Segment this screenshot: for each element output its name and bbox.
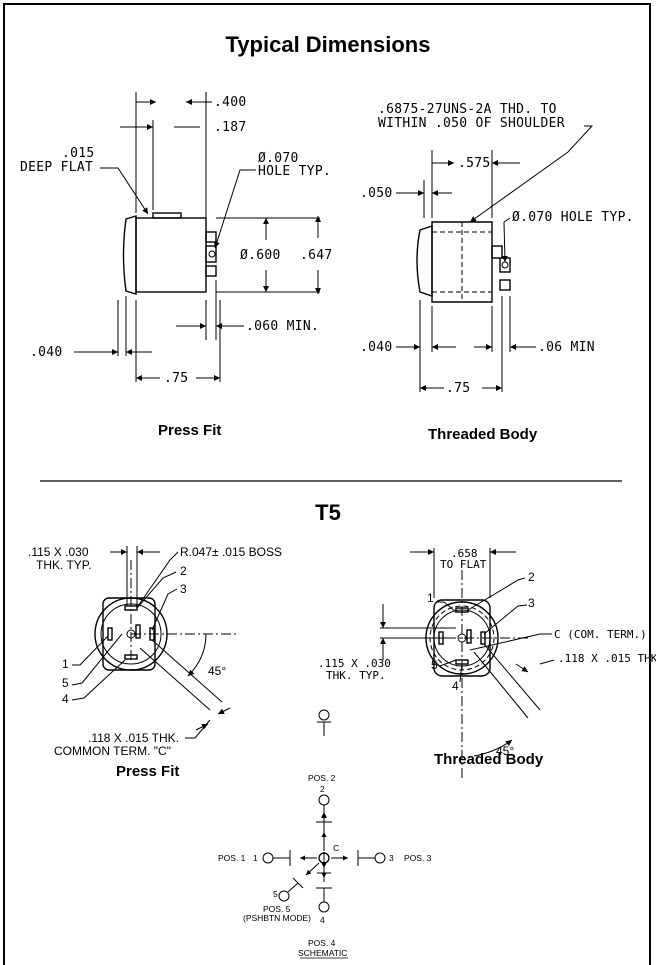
t5-tb-n5: 5: [431, 658, 438, 672]
sch-n5: 5: [273, 889, 278, 899]
t5-pf-n4: 4: [62, 692, 69, 706]
t5-pf-thk1: .115 X .030: [28, 545, 89, 559]
t5-tb-658: .658: [451, 547, 478, 560]
sch-n1: 1: [253, 853, 258, 863]
page-title: Typical Dimensions: [225, 32, 431, 57]
dim-050: .050: [360, 186, 393, 201]
t5-pf-n2: 2: [180, 564, 187, 578]
dim-647: .647: [300, 248, 333, 263]
hole-dia-label: Ø.070: [258, 151, 299, 166]
t5-pf-common2: COMMON TERM. "C": [54, 744, 171, 758]
thread-spec-line1: .6875-27UNS-2A THD. TO: [378, 102, 557, 117]
t5-pf-thk2: THK. TYP.: [36, 558, 92, 572]
t5-tb-n1: 1: [427, 591, 434, 605]
t5-tb-com-term: C (COM. TERM.): [554, 628, 647, 641]
t5-pf-common1: .118 X .015 THK.: [88, 731, 179, 745]
dim-060-min: .060 MIN.: [246, 319, 320, 334]
t5-pf-angle: 45°: [208, 664, 227, 678]
section-title-t5: T5: [315, 500, 341, 525]
threaded-body-caption: Threaded Body: [428, 426, 538, 443]
sch-pos2: POS. 2: [308, 773, 336, 783]
t5-pf-n3: 3: [180, 582, 187, 596]
t5-tb-n2: 2: [528, 570, 535, 584]
sch-n4: 4: [320, 915, 325, 925]
dim-575: .575: [458, 156, 491, 171]
t5-tb-n4: 4: [452, 679, 459, 693]
t5-pf-n5: 5: [62, 676, 69, 690]
t5-tb-thk118: .118 X .015 THK: [558, 652, 656, 665]
t5-pf-boss: R.047± .015 BOSS: [180, 545, 282, 559]
dim-015: .015: [62, 146, 95, 161]
t5-tb-n3: 3: [528, 596, 535, 610]
sch-pos5: POS. 5: [263, 904, 291, 914]
sch-pos3: POS. 3: [404, 853, 432, 863]
dim-040: .040: [30, 345, 63, 360]
dim-187: .187: [214, 120, 247, 135]
dim-06-min: .06 MIN: [538, 340, 595, 355]
t5-press-fit-rear-view: [71, 546, 236, 739]
sch-c: C: [333, 843, 340, 853]
thread-spec-line2: WITHIN .050 OF SHOULDER: [378, 116, 565, 131]
sch-pos1: POS. 1: [218, 853, 246, 863]
dim-040-threaded: .040: [360, 340, 393, 355]
t5-pf-n1: 1: [62, 657, 69, 671]
deep-flat-label: DEEP FLAT: [20, 160, 94, 175]
schematic-node-c: [318, 852, 330, 864]
threaded-body-side-view: [396, 125, 594, 392]
t5-tb-thk2: THK. TYP.: [326, 669, 386, 682]
press-fit-caption: Press Fit: [158, 422, 222, 439]
t5-press-fit-caption: Press Fit: [116, 763, 180, 780]
t5-tb-angle: 45°: [496, 744, 515, 758]
dim-75: .75: [164, 371, 189, 386]
dim-75-threaded: .75: [446, 381, 471, 396]
dim-600: Ø.600: [240, 248, 281, 263]
t5-threaded-caption: Threaded Body: [434, 751, 544, 768]
hole-typ-label: HOLE TYP.: [258, 164, 332, 179]
sch-n2: 2: [320, 784, 325, 794]
sch-pshbtn: (PSHBTN MODE): [243, 913, 311, 923]
sch-pos4: POS. 4: [308, 938, 336, 948]
hole-typ-threaded: Ø.070 HOLE TYP.: [512, 210, 634, 225]
t5-tb-to-flat: TO FLAT: [440, 558, 487, 571]
dim-400: .400: [214, 95, 247, 110]
press-fit-side-view: [74, 92, 321, 382]
t5-tb-thk1: .115 X .030: [318, 657, 391, 670]
sch-label: SCHEMATIC: [298, 948, 348, 958]
sch-n3: 3: [389, 853, 394, 863]
drawing-frame: [3, 3, 651, 965]
t5-threaded-rear-view: [380, 548, 555, 780]
